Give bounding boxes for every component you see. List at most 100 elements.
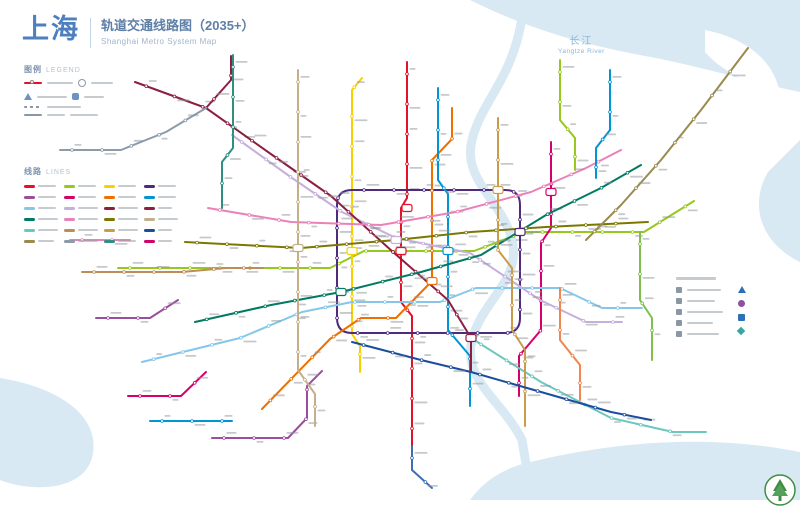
interchange-hub (514, 227, 526, 237)
station-dot (157, 132, 161, 137)
station-label-placeholder (618, 217, 629, 220)
station-label-placeholder (271, 319, 282, 322)
station-dot (608, 80, 612, 84)
line-name-placeholder (38, 207, 56, 209)
station-dot (419, 358, 424, 362)
station-label-placeholder (339, 312, 353, 314)
station-label-placeholder (425, 246, 432, 249)
station-dot (188, 266, 192, 270)
station-dot (430, 248, 434, 253)
station-dot (350, 114, 354, 119)
station-label-placeholder (328, 195, 340, 198)
station-dot (361, 343, 366, 347)
station-dot (323, 305, 328, 310)
station-label-placeholder (259, 239, 266, 242)
station-dot (638, 242, 642, 246)
station-dot (464, 230, 468, 235)
station-label-placeholder (612, 115, 619, 117)
station-label-placeholder (475, 292, 489, 295)
station-label-placeholder (251, 217, 264, 220)
station-dot (289, 377, 294, 381)
station-dot (405, 102, 409, 106)
station-dot (528, 291, 532, 296)
station-label-placeholder (587, 398, 598, 401)
line-color-icon (64, 239, 75, 243)
station-label-placeholder (104, 153, 117, 155)
station-dot (346, 209, 351, 214)
line-legend-chip-North-Line (104, 236, 144, 246)
station-label-placeholder (278, 160, 288, 163)
station-dot (535, 389, 540, 393)
station-label-placeholder (509, 363, 521, 366)
station-label-placeholder (357, 305, 367, 307)
station-dot (392, 188, 396, 192)
station-dot (478, 258, 482, 262)
station-dot (350, 144, 354, 149)
station-label-placeholder (696, 122, 708, 124)
station-dot (138, 394, 142, 398)
station-dot (222, 436, 226, 440)
service-item (676, 298, 776, 304)
station-dot (569, 172, 574, 177)
station-label-placeholder (527, 394, 541, 397)
metro-line-L9 (141, 287, 643, 363)
station-dot (250, 138, 254, 143)
station-label-placeholder (281, 213, 291, 216)
station-label-placeholder (161, 137, 168, 140)
station-dot (335, 226, 339, 230)
line-name-placeholder (78, 207, 98, 209)
station-label-placeholder (534, 370, 543, 373)
station-label-placeholder (524, 232, 534, 235)
station-dot (122, 270, 126, 274)
station-label-placeholder (550, 208, 557, 211)
station-dot (442, 186, 446, 190)
station-dot (430, 188, 434, 193)
station-label-placeholder (350, 205, 359, 208)
station-label-placeholder (309, 383, 316, 386)
station-dot (540, 230, 545, 234)
station-label-placeholder (424, 354, 432, 356)
station-label-placeholder (472, 361, 479, 364)
station-dot (630, 230, 635, 234)
station-dot (518, 217, 522, 222)
interchange-hub (346, 246, 358, 256)
station-label-placeholder (342, 204, 350, 207)
station-label-placeholder (409, 304, 416, 306)
station-label-placeholder (300, 295, 313, 297)
station-label-placeholder (591, 304, 601, 307)
station-dot (152, 270, 156, 274)
station-dot (353, 300, 357, 304)
station-label-placeholder (354, 239, 364, 242)
station-label-placeholder (216, 263, 224, 265)
line-legend-chip-SW-1 (144, 236, 184, 246)
station-label-placeholder (577, 159, 589, 162)
station-dot (405, 132, 409, 136)
station-dot (554, 305, 559, 310)
station-dot (263, 304, 268, 309)
station-label-placeholder (522, 213, 534, 216)
station-label-placeholder (267, 300, 280, 303)
station-dot (351, 287, 356, 291)
station-label-placeholder (282, 271, 295, 273)
station-dot (277, 218, 281, 222)
service-colored-icons (736, 286, 746, 336)
line-color-icon (104, 184, 115, 188)
station-dot (405, 72, 409, 76)
station-dot (231, 65, 235, 69)
line-name-placeholder (118, 185, 136, 187)
station-dot (442, 298, 447, 303)
service-item (676, 320, 776, 326)
station-dot (296, 170, 300, 174)
station-dot (182, 270, 186, 274)
station-dot (657, 220, 662, 225)
station-label-placeholder (440, 285, 453, 288)
station-dot (578, 381, 582, 385)
station-label-placeholder (440, 133, 447, 135)
station-label-placeholder (434, 184, 441, 187)
station-dot (204, 317, 209, 322)
station-dot (374, 239, 379, 244)
station-label-placeholder (362, 356, 376, 359)
station-dot (622, 412, 627, 417)
station-label-placeholder (339, 231, 352, 233)
